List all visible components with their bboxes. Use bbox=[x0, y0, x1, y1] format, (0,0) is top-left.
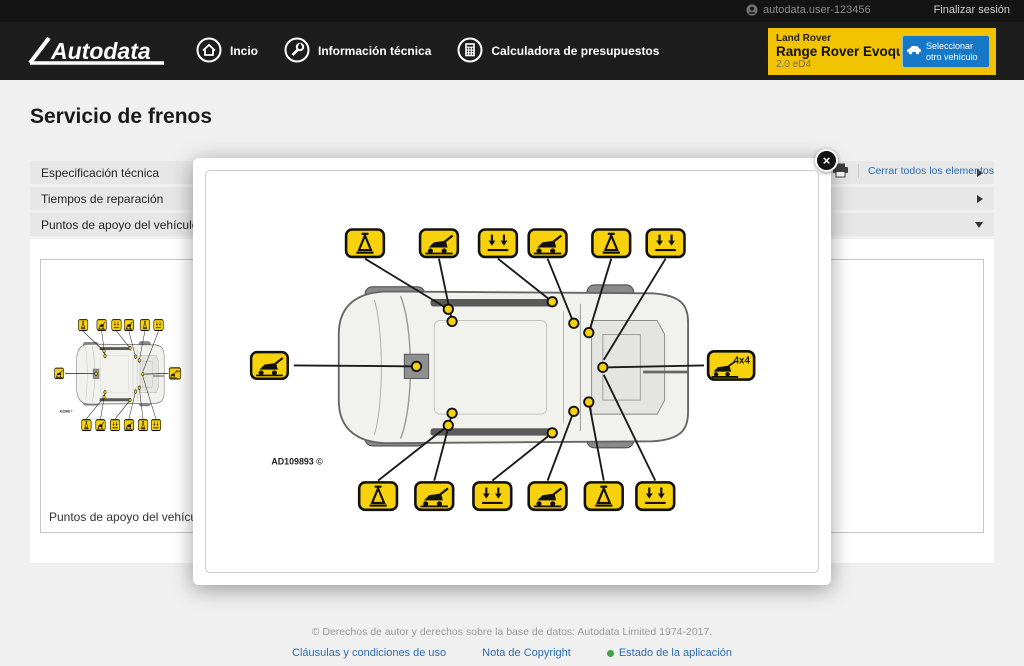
nav-technical-info-label: Información técnica bbox=[318, 44, 432, 58]
select-vehicle-button[interactable]: Seleccionar otro vehículo bbox=[902, 35, 990, 68]
copyright-notice-label: Nota de Copyright bbox=[482, 647, 571, 659]
vehicle-engine: 2.0 eD4 bbox=[776, 59, 812, 70]
accordion-label: Puntos de apoyo del vehículo bbox=[41, 217, 199, 232]
vehicle-support-points-diagram bbox=[217, 180, 807, 564]
autodata-logo[interactable]: Autodata bbox=[26, 34, 168, 73]
home-icon bbox=[196, 37, 222, 66]
status-ok-icon bbox=[606, 649, 614, 657]
chevron-right-icon bbox=[977, 194, 983, 203]
wrench-icon bbox=[284, 37, 310, 66]
nav-home-label: Incio bbox=[230, 44, 259, 58]
vehicle-info: Land Rover Range Rover Evoque 2.0 eD4 bbox=[768, 28, 900, 75]
close-all-link[interactable]: Cerrar todos los elementos bbox=[867, 164, 994, 177]
close-icon[interactable]: × bbox=[815, 149, 838, 172]
figure-caption: Puntos de apoyo del vehículo bbox=[49, 510, 207, 524]
select-vehicle-label: Seleccionar otro vehículo bbox=[926, 41, 978, 62]
print-icon[interactable] bbox=[832, 163, 849, 178]
vehicle-model: Range Rover Evoque bbox=[776, 44, 900, 59]
vehicle-make: Land Rover bbox=[776, 33, 832, 44]
tools-separator bbox=[857, 163, 859, 178]
vehicle-support-points-thumbnail[interactable] bbox=[46, 300, 194, 452]
app-status-link[interactable]: Estado de la aplicación bbox=[606, 647, 732, 659]
user-icon bbox=[746, 4, 758, 16]
diagram-modal: × bbox=[193, 149, 838, 585]
chevron-down-icon bbox=[975, 221, 983, 228]
nav-technical-info[interactable]: Información técnica bbox=[284, 37, 431, 66]
accordion-label: Tiempos de reparación bbox=[41, 191, 164, 206]
terms-link[interactable]: Cláusulas y condiciones de uso bbox=[292, 647, 446, 659]
page-tools: Cerrar todos los elementos bbox=[832, 163, 994, 178]
terms-link-label: Cláusulas y condiciones de uso bbox=[292, 647, 447, 659]
topbar: autodata.user-123456 Finalizar sesión bbox=[0, 0, 1024, 22]
vehicle-panel: Land Rover Range Rover Evoque 2.0 eD4 Se… bbox=[768, 28, 996, 75]
user-account[interactable]: autodata.user-123456 bbox=[746, 4, 871, 16]
copyright-text: © Derechos de autor y derechos sobre la … bbox=[311, 626, 713, 638]
copyright-notice-link[interactable]: Nota de Copyright bbox=[482, 647, 571, 659]
logout-link[interactable]: Finalizar sesión bbox=[933, 4, 1010, 16]
nav-home[interactable]: Incio bbox=[196, 37, 258, 66]
username: autodata.user-123456 bbox=[763, 4, 871, 16]
diagram-frame bbox=[205, 170, 819, 573]
footer: © Derechos de autor y derechos sobre la … bbox=[0, 626, 1024, 666]
calculator-icon bbox=[457, 37, 483, 66]
chevron-right-icon bbox=[977, 168, 983, 177]
car-icon bbox=[906, 45, 922, 57]
app-status-label: Estado de la aplicación bbox=[618, 647, 732, 659]
main-header: Autodata Incio bbox=[0, 22, 1024, 80]
logo-text: Autodata bbox=[50, 38, 151, 64]
accordion-label: Especificación técnica bbox=[41, 165, 160, 180]
nav-estimate-calculator-label: Calculadora de presupuestos bbox=[491, 44, 660, 58]
main-nav: Incio Información técnica bbox=[196, 22, 659, 80]
footer-links: Cláusulas y condiciones de uso Nota de C… bbox=[0, 647, 1024, 659]
nav-estimate-calculator[interactable]: Calculadora de presupuestos bbox=[457, 37, 659, 66]
page-title: Servicio de frenos bbox=[30, 105, 213, 128]
